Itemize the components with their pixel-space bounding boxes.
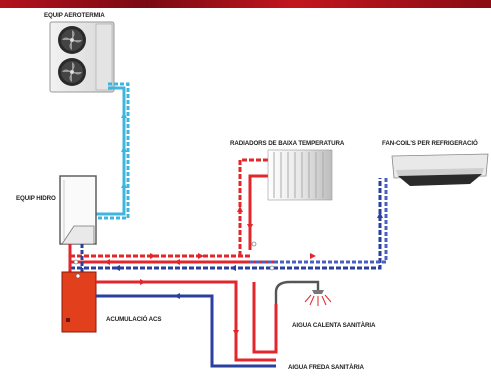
radiator-feed <box>238 158 268 256</box>
aerotherm-unit <box>49 21 115 93</box>
radiator <box>267 149 333 201</box>
header-banner <box>0 0 491 8</box>
drop-pipes <box>68 244 84 272</box>
acs-pipes <box>96 280 278 368</box>
valve-icons <box>73 241 275 271</box>
acs-arrows <box>140 279 239 336</box>
label-cold-water: AIGUA FREDA SANITÀRIA <box>288 364 364 371</box>
label-radiators: RADIADORS DE BAIXA TEMPERATURA <box>230 140 345 147</box>
shower-icon <box>274 280 332 306</box>
label-fancoil: FAN-COIL'S PER REFRIGERACIÓ <box>382 140 478 147</box>
loop-arrows <box>121 112 127 188</box>
fan-bottom-icon <box>58 58 86 86</box>
main-pipes <box>70 176 388 270</box>
fancoil-unit <box>391 153 489 186</box>
fan-top-icon <box>58 26 86 54</box>
label-aerotherm: EQUIP AEROTERMIA <box>44 12 105 19</box>
label-hydro: EQUIP HIDRO <box>16 195 56 202</box>
hydro-unit <box>59 175 97 245</box>
radiator-arrows <box>237 206 253 230</box>
storage-tank <box>61 271 97 333</box>
label-storage: ACUMULACIÓ ACS <box>106 316 162 323</box>
label-hot-water: AIGUA CALENTA SANITÀRIA <box>292 322 376 329</box>
main-arrows <box>104 212 383 271</box>
